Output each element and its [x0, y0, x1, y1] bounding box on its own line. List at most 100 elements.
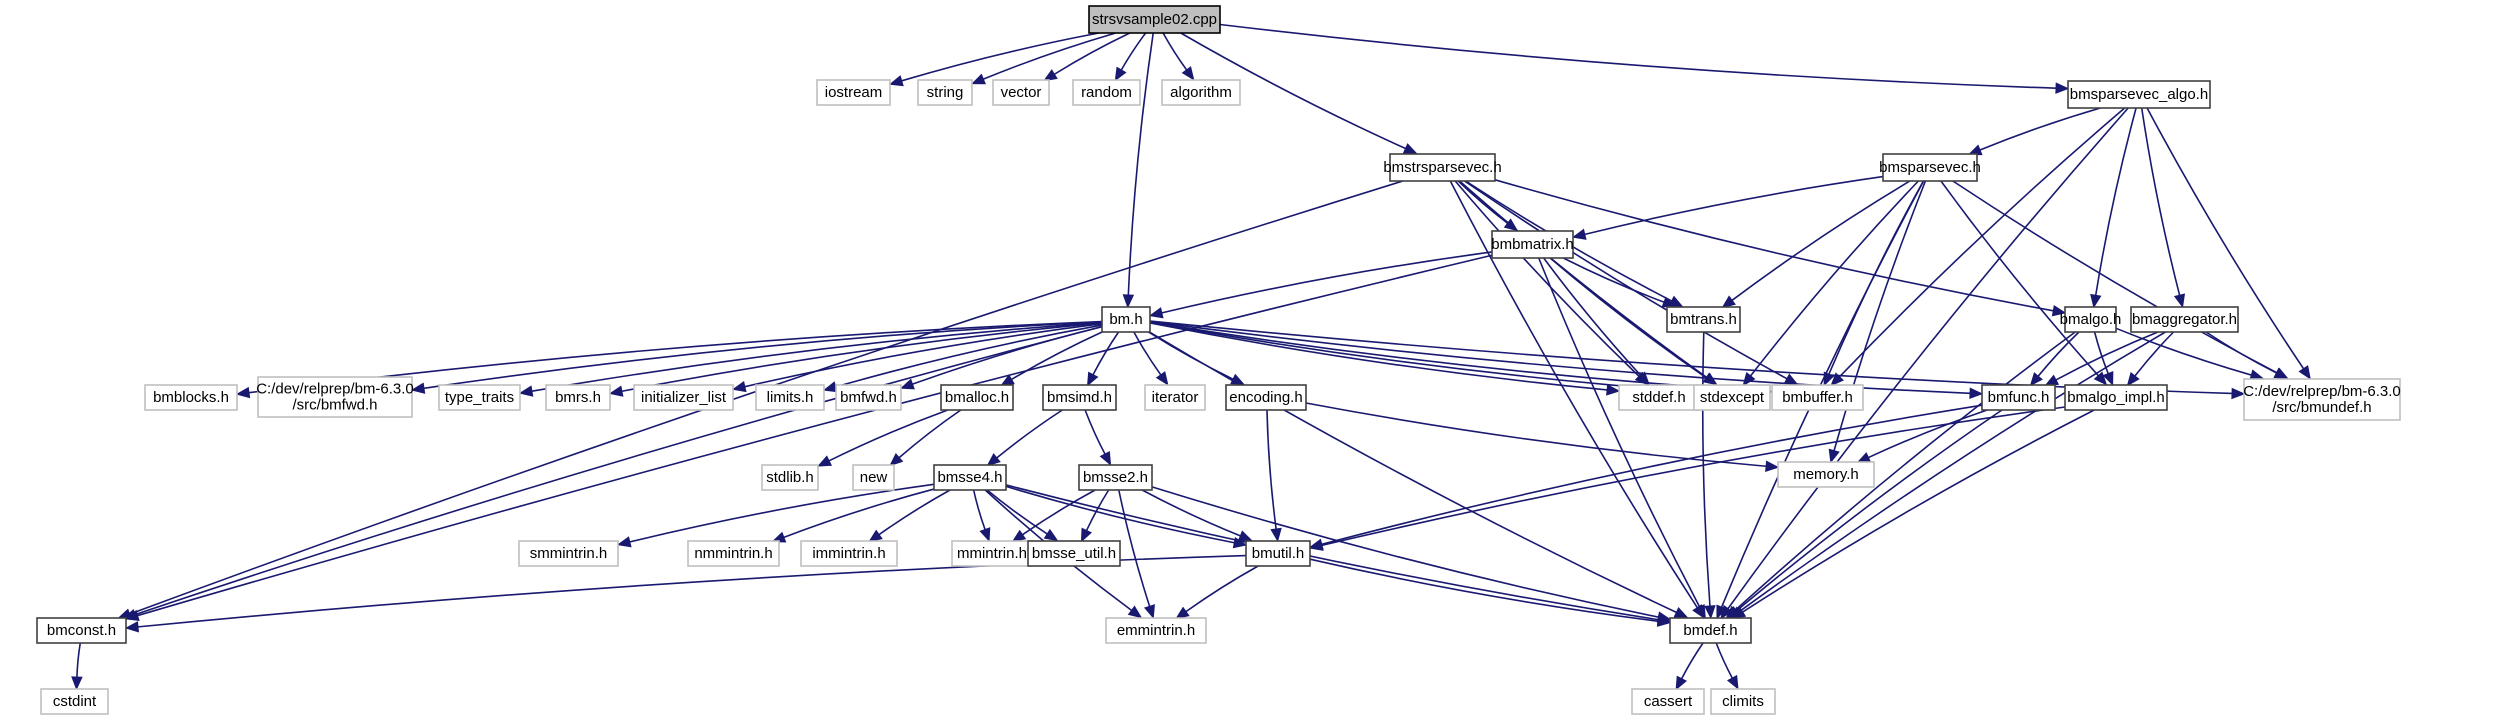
edge-line — [972, 489, 986, 530]
edge-bmalgo_impl-to-bmdef — [1731, 409, 2095, 620]
edge-line — [1727, 107, 2129, 610]
node-bmsse2[interactable]: bmsse2.h — [1078, 464, 1153, 491]
edge-bmstrsparsevec-to-stdexcept — [1458, 180, 1718, 386]
edge-line — [1149, 322, 1608, 391]
node-box — [835, 384, 902, 411]
arrowhead-icon — [1704, 605, 1716, 620]
node-bmalgo[interactable]: bmalgo.h — [2060, 306, 2122, 333]
arrowhead-icon — [1099, 450, 1112, 466]
edge-line — [76, 642, 82, 678]
arrowhead-icon — [1856, 452, 1872, 464]
edge-line — [1739, 331, 2166, 613]
edge-line — [1092, 331, 1120, 376]
arrowhead-icon — [1127, 605, 1143, 619]
arrowhead-icon — [1765, 460, 1780, 472]
node-box — [755, 384, 825, 411]
arrowhead-icon — [822, 381, 838, 393]
node-bmfunc[interactable]: bmfunc.h — [1981, 384, 2056, 411]
edge-line — [423, 321, 1103, 390]
arrowhead-icon — [1086, 371, 1099, 387]
arrowhead-icon — [1675, 675, 1687, 691]
node-bmconst[interactable]: bmconst.h — [36, 617, 127, 644]
node-label: cassert — [1644, 693, 1693, 710]
edge-bmutil-to-emmintrin — [1175, 565, 1259, 620]
node-label: iterator — [1152, 389, 1199, 406]
node-box — [1882, 153, 1978, 182]
edge-line — [1742, 409, 2095, 613]
edge-bm-to-bmsimd — [1086, 331, 1120, 387]
node-box — [761, 464, 819, 491]
node-bmalloc[interactable]: bmalloc.h — [940, 384, 1014, 411]
edge-bmsparsevec_algo-to-bmsparsevec — [1967, 107, 2101, 156]
node-label: /src/bmfwd.h — [292, 397, 377, 414]
node-bmstrsparsevec[interactable]: bmstrsparsevec.h — [1383, 153, 1502, 182]
node-bmutil[interactable]: bmutil.h — [1245, 540, 1311, 567]
node-label: bmrs.h — [555, 389, 601, 406]
edge-line — [2146, 107, 2305, 370]
node-label: bmaggregator.h — [2132, 311, 2237, 328]
edge-bmstrsparsevec-to-stddef — [1454, 180, 1649, 386]
node-label: bmdef.h — [1683, 622, 1737, 639]
arrowhead-icon — [2273, 367, 2289, 380]
edge-bmbmatrix-to-stddef — [1543, 257, 1651, 386]
arrowhead-icon — [1673, 606, 1689, 619]
node-label: smmintrin.h — [530, 545, 608, 562]
node-bmtrans[interactable]: bmtrans.h — [1666, 306, 1741, 333]
node-bmrs: bmrs.h — [545, 384, 611, 411]
node-box — [1161, 79, 1241, 106]
edge-bmbmatrix-to-bmdef — [1537, 257, 1706, 619]
edge-bmfunc-to-bmdef — [1726, 409, 2003, 620]
node-box — [1042, 384, 1117, 411]
node-box — [2067, 80, 2211, 109]
edge-line — [2037, 331, 2080, 377]
edge-root-to-iostream — [888, 32, 1099, 87]
edge-bm-to-initializer_list — [731, 322, 1103, 393]
edge-line — [1549, 257, 1707, 379]
node-label: bmconst.h — [47, 622, 116, 639]
arrowhead-icon — [608, 385, 624, 397]
node-box — [917, 79, 973, 106]
node-bmsparsevec[interactable]: bmsparsevec.h — [1879, 153, 1981, 182]
node-bmbmatrix[interactable]: bmbmatrix.h — [1491, 230, 1574, 259]
edge-line — [1715, 642, 1733, 679]
node-label: bmtrans.h — [1670, 311, 1737, 328]
arrowhead-icon — [1143, 604, 1155, 620]
node-iostream: iostream — [816, 79, 891, 106]
node-bm[interactable]: bm.h — [1101, 306, 1151, 333]
node-label: bmfwd.h — [840, 389, 897, 406]
node-bmsse-util[interactable]: bmsse_util.h — [1027, 540, 1121, 567]
edge-line — [1736, 409, 2003, 612]
edge-bmsparsevec-to-stdexcept — [1742, 180, 1919, 387]
edge-line — [898, 409, 962, 459]
node-limits: limits.h — [755, 384, 825, 411]
node-bmdef[interactable]: bmdef.h — [1669, 617, 1752, 644]
edge-line — [2093, 331, 2109, 374]
edge-bmaggregator-to-bmundef — [2205, 331, 2289, 380]
node-bmsparsevec-algo[interactable]: bmsparsevec_algo.h — [2067, 80, 2211, 109]
node-bmalgo-impl[interactable]: bmalgo_impl.h — [2064, 384, 2168, 411]
edge-bmutil-to-bmconst — [124, 554, 1247, 633]
arrowhead-icon — [1043, 528, 1059, 542]
node-bmsse4[interactable]: bmsse4.h — [933, 464, 1007, 491]
node-new: new — [852, 464, 895, 491]
node-label: iostream — [825, 84, 883, 101]
node-bmaggregator[interactable]: bmaggregator.h — [2130, 306, 2239, 333]
node-box — [518, 540, 619, 567]
arrowhead-icon — [2029, 372, 2043, 387]
node-box — [1088, 5, 1221, 34]
edge-bmalgo_impl-to-bmutil — [1308, 406, 2066, 551]
edge-bm-to-iterator — [1133, 331, 1169, 386]
edge-bm-to-bmdef — [1149, 331, 1689, 619]
node-label: algorithm — [1170, 84, 1232, 101]
node-label: type_traits — [445, 389, 514, 406]
node-box — [633, 384, 734, 411]
edge-layer — [71, 23, 2311, 691]
arrowhead-icon — [518, 385, 534, 397]
edge-line — [1734, 331, 2076, 611]
node-bmsimd[interactable]: bmsimd.h — [1042, 384, 1117, 411]
node-root[interactable]: strsvsample02.cpp — [1088, 5, 1221, 34]
node-encoding[interactable]: encoding.h — [1225, 384, 1307, 411]
node-cassert: cassert — [1631, 688, 1705, 715]
